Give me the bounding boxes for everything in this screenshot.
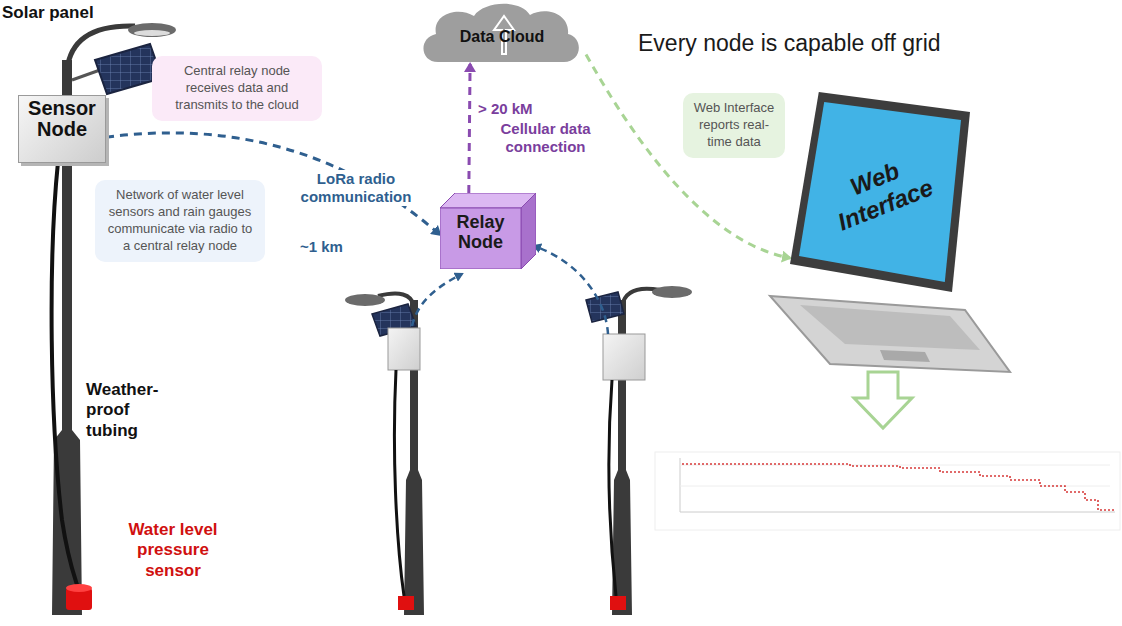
text: Data Cloud (460, 28, 544, 46)
link-label: LoRa radio communication (286, 170, 426, 206)
relay-node-box: Relay Node (440, 193, 536, 269)
note-callout: Web Interface reports real-time data (683, 93, 785, 158)
laptop-screen: Web Interface (790, 92, 970, 292)
link-label: Cellular data connection (478, 120, 613, 156)
laptop (770, 296, 1010, 372)
sensor-node-box: Sensor Node (18, 95, 106, 163)
text: Sensor Node (22, 98, 102, 140)
web-link (586, 54, 790, 258)
part-label: Weather-proof tubing (86, 380, 162, 441)
distance-label: > 20 kM (478, 100, 558, 118)
cellular-link (469, 64, 470, 193)
text: Network of water level sensors and rain … (103, 187, 257, 255)
distance-label: ~1 km (300, 238, 360, 256)
diagram-title: Every node is capable off grid (638, 30, 941, 57)
text: Web Interface reports real-time data (691, 100, 777, 151)
part-label: Water level pressure sensor (108, 520, 238, 581)
note-callout: Network of water level sensors and rain … (95, 180, 265, 262)
text: Central relay node receives data and tra… (160, 63, 314, 114)
note-callout: Central relay node receives data and tra… (152, 56, 322, 121)
part-label: Solar panel (2, 3, 112, 23)
lamppost (345, 274, 462, 615)
down-arrow (854, 372, 912, 428)
text: Relay Node (440, 213, 521, 253)
lamppost (534, 246, 692, 615)
data-cloud: Data Cloud (418, 0, 586, 64)
chart-thumbnail (655, 452, 1120, 530)
